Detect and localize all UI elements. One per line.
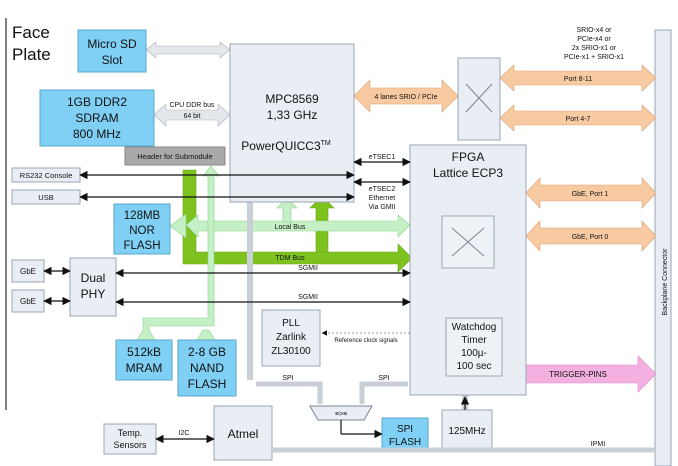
watchdog-line4: 100 sec (456, 361, 491, 372)
trigger-pins-label: TRIGGER-PINS (549, 370, 607, 379)
etsec1-label: eTSEC1 (369, 154, 396, 161)
fpga-line2: Lattice ECP3 (433, 166, 503, 180)
port-8-11-label: Port 8-11 (564, 76, 592, 83)
ipmi-label: IPMI (591, 441, 605, 448)
microsd-line1: Micro SD (87, 37, 137, 51)
submodule-header-label: Header for Submodule (137, 152, 212, 161)
ddr2-line1: 1GB DDR2 (67, 95, 127, 109)
ddr2-line2: SDRAM (75, 111, 118, 125)
srio-switch-block (457, 57, 501, 141)
spi-mux-label: ≡>≡ (335, 411, 347, 418)
ddr2-line3: 800 MHz (73, 127, 121, 141)
atmel-block (213, 405, 273, 461)
faceplate-label-line2: Plate (12, 45, 51, 64)
microsd-line2: Slot (102, 53, 123, 67)
watchdog-line3: 100µ- (461, 348, 487, 359)
watchdog-line2: Timer (461, 335, 487, 346)
nor-line2: NOR (129, 225, 155, 237)
spi-flash-block (381, 417, 429, 453)
backplane-connector-label: Backplane Connector (662, 248, 669, 316)
nor-bus-arrowhead (169, 213, 187, 239)
nor-line3: FLASH (123, 240, 160, 252)
srio-note-line1: SRIO-x4 or (576, 27, 612, 34)
pll-block (261, 309, 321, 367)
rs232-console-label: RS232 Console (20, 171, 73, 180)
srio-switch-line-b (465, 83, 493, 113)
cpu-ddr-label2: 64 bit (183, 113, 200, 120)
microsd-cpu-arrow (145, 41, 231, 59)
ethernet-label2: Via GMII (368, 204, 395, 211)
nand-bus-arrow (196, 329, 216, 341)
ethernet-label1: Ethernet (369, 195, 396, 202)
srio-note-line4: PCIe-x1 + SRIO-x1 (564, 54, 624, 61)
temp-line2: Sensors (113, 440, 147, 450)
gbe-port0-arrow (525, 220, 657, 252)
dual-phy-line2: PHY (81, 287, 106, 301)
spi-mux (309, 405, 373, 421)
srio-pcie-label: 4 lanes SRIO / PCIe (374, 94, 437, 101)
backplane-connector (654, 29, 672, 466)
fpga-line1: FPGA (452, 150, 485, 164)
nor-flash-block (113, 203, 171, 255)
nand-flash-block (177, 339, 237, 397)
refclk-label: Reference clock signals (334, 338, 397, 344)
etsec2-label: eTSEC2 (369, 186, 396, 193)
cpu-line1: MPC8569 (265, 92, 319, 106)
cpu-ddr-label1: CPU DDR bus (169, 102, 215, 109)
clock-125mhz-label: 125MHz (448, 426, 485, 437)
dual-phy-line1: Dual (81, 271, 106, 285)
temp-line1: Temp. (118, 428, 143, 438)
cpu-block (229, 43, 355, 203)
faceplate-label-line1: Face (12, 23, 50, 42)
nand-line2: NAND (190, 361, 224, 375)
mram-block (115, 339, 173, 381)
mram-line2: MRAM (126, 361, 163, 375)
i2c-label: I2C (179, 430, 190, 437)
spi-flash-line1: SPI (397, 424, 413, 435)
cpu-line3: PowerQUICC3TM (241, 139, 331, 153)
sgmii1-label: SGMII (298, 265, 318, 272)
sgmii2-label: SGMII (298, 294, 318, 301)
submodule-header-block (124, 146, 226, 166)
pll-line2: Zarlink (276, 332, 307, 343)
nand-line1: 2-8 GB (188, 345, 226, 359)
gbe-port-2-label: GbE (20, 297, 36, 306)
atmel-label: Atmel (228, 427, 259, 441)
cpu-localbus-vertical-arrow (276, 197, 298, 223)
temp-sensors-block (103, 423, 157, 455)
spi-left-line (256, 381, 323, 404)
pll-line3: ZL30100 (271, 346, 311, 357)
spi-right-line (359, 381, 408, 404)
port-4-7-arrow (499, 104, 657, 132)
srio-note-line2: PCIe-x4 or (577, 36, 611, 43)
port-4-7-label: Port 4-7 (566, 116, 591, 123)
srio-note-line3: 2x SRIO-x1 or (572, 45, 617, 52)
fpga-crossbar-line-b (451, 227, 485, 257)
pll-line1: PLL (282, 318, 300, 329)
dual-phy-block (69, 257, 117, 317)
spi-flash-line2: FLASH (389, 437, 421, 448)
watchdog-line1: Watchdog (452, 322, 497, 333)
watchdog-block (445, 317, 503, 377)
cpu-line2: 1,33 GHz (267, 108, 318, 122)
tdm-bus-arrow (182, 169, 413, 273)
tdm-bus-label: TDM Bus (275, 255, 305, 262)
spi-right-label: SPI (378, 375, 389, 382)
nand-line3: FLASH (188, 377, 227, 391)
nor-line1: 128MB (124, 210, 161, 222)
gbe-port1-arrow (525, 177, 657, 209)
port-8-11-arrow (499, 64, 657, 92)
gbe-port1-label: GbE, Port 1 (572, 191, 609, 198)
spi-left-label: SPI (282, 375, 293, 382)
gbe-port0-label: GbE, Port 0 (572, 234, 609, 241)
local-bus-label: Local Bus (275, 224, 306, 231)
gbe-port-1-label: GbE (20, 267, 36, 276)
mram-line1: 512kB (127, 345, 161, 359)
ddr2-block (39, 89, 155, 147)
usb-label: USB (38, 193, 53, 202)
microsd-slot-block (77, 29, 147, 73)
